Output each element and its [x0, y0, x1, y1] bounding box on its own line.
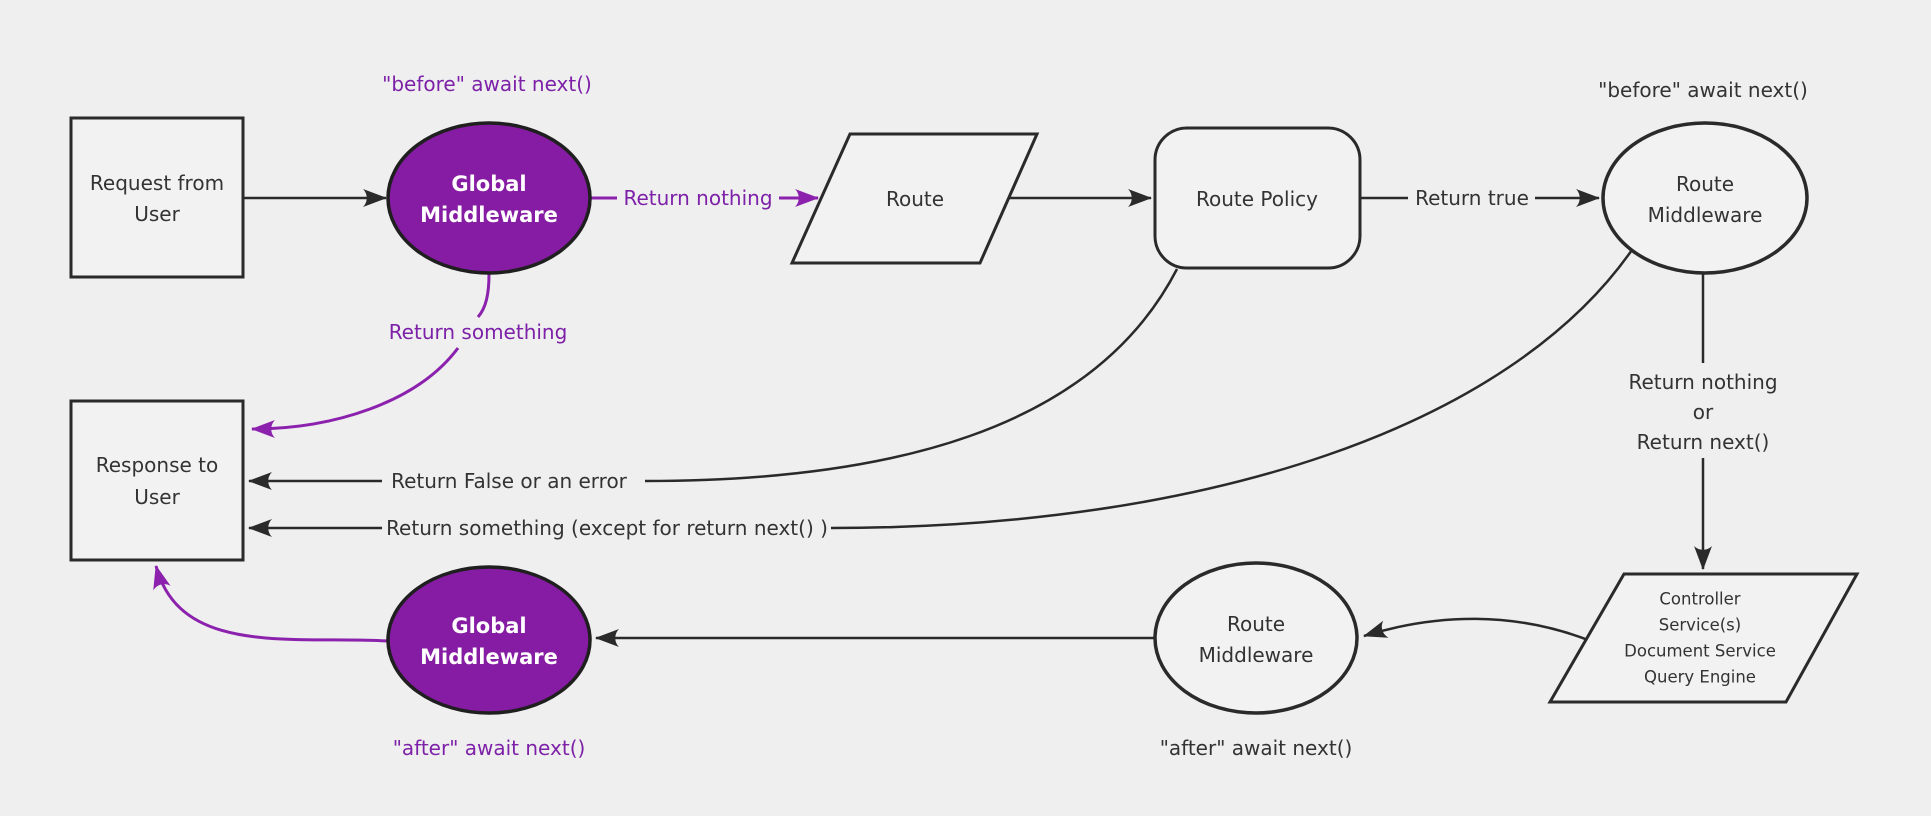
label-return-false-or-error: Return False or an error — [391, 469, 628, 493]
node-route-middleware-bottom: Route Middleware — [1153, 561, 1359, 715]
node-global-middleware-top: Global Middleware — [386, 121, 592, 275]
label-before-await-next-global: "before" await next() — [382, 72, 592, 96]
global-middleware-bottom-shape — [386, 565, 592, 715]
request-from-user-label-line2: User — [134, 202, 180, 226]
label-before-await-next-route: "before" await next() — [1598, 78, 1808, 102]
route-shape — [789, 132, 1040, 265]
label-return-true: Return true — [1415, 186, 1529, 210]
node-response-to-user: Response to User — [69, 399, 245, 562]
request-from-user-label-line1: Request from — [90, 171, 224, 195]
route-label: Route — [886, 187, 944, 211]
global-middleware-bottom-label-line1: Global — [451, 614, 526, 638]
label-return-nothing-or-line2: or — [1693, 400, 1714, 424]
controller-services-label-line1: Controller — [1659, 590, 1740, 609]
response-to-user-label-line2: User — [134, 485, 180, 509]
label-return-nothing-or-line3: Return next() — [1637, 430, 1770, 454]
route-policy-label: Route Policy — [1196, 187, 1318, 211]
global-middleware-top-label-line1: Global — [451, 172, 526, 196]
route-middleware-bottom-label-line1: Route — [1227, 612, 1285, 636]
label-return-something: Return something — [389, 320, 568, 344]
node-route-middleware-top: Route Middleware — [1601, 121, 1809, 275]
response-to-user-label-line1: Response to — [96, 453, 219, 477]
edge-route-middleware-to-label-return-something-except — [830, 246, 1636, 530]
label-after-await-next-global: "after" await next() — [393, 736, 586, 760]
edge-global-middleware-to-label-return-something — [476, 273, 491, 318]
edge-labels: "before" await next() Return nothing Ret… — [382, 72, 1808, 760]
route-middleware-bottom-shape — [1153, 561, 1359, 715]
route-middleware-top-label-line2: Middleware — [1648, 203, 1763, 227]
node-controller-services: Controller Service(s) Document Service Q… — [1547, 572, 1860, 704]
label-return-nothing: Return nothing — [623, 186, 772, 210]
edge-label-return-something-to-response — [251, 347, 460, 438]
controller-services-label-line2: Service(s) — [1659, 616, 1741, 635]
route-middleware-top-label-line1: Route — [1676, 172, 1734, 196]
global-middleware-top-label-line2: Middleware — [420, 203, 558, 227]
node-request-from-user: Request from User — [69, 116, 245, 279]
global-middleware-top-shape — [386, 121, 592, 275]
label-return-nothing-or-line1: Return nothing — [1628, 370, 1777, 394]
node-route-policy: Route Policy — [1153, 126, 1362, 270]
label-after-await-next-route: "after" await next() — [1160, 736, 1353, 760]
node-route: Route — [789, 132, 1040, 265]
edge-global-middleware-bottom-to-response — [153, 565, 389, 643]
edge-controller-to-route-middleware-bottom — [1363, 617, 1589, 642]
response-to-user-shape — [69, 399, 245, 562]
route-middleware-bottom-label-line2: Middleware — [1199, 643, 1314, 667]
controller-services-label-line4: Query Engine — [1644, 668, 1756, 687]
edges — [153, 189, 1712, 647]
route-policy-shape — [1153, 126, 1362, 270]
global-middleware-bottom-label-line2: Middleware — [420, 645, 558, 669]
controller-services-shape — [1547, 572, 1860, 704]
edge-route-policy-to-label-return-false — [644, 268, 1179, 483]
label-return-something-except: Return something (except for return next… — [386, 516, 828, 540]
request-from-user-shape — [69, 116, 245, 279]
route-middleware-top-shape — [1601, 121, 1809, 275]
node-global-middleware-bottom: Global Middleware — [386, 565, 592, 715]
controller-services-label-line3: Document Service — [1624, 642, 1776, 661]
